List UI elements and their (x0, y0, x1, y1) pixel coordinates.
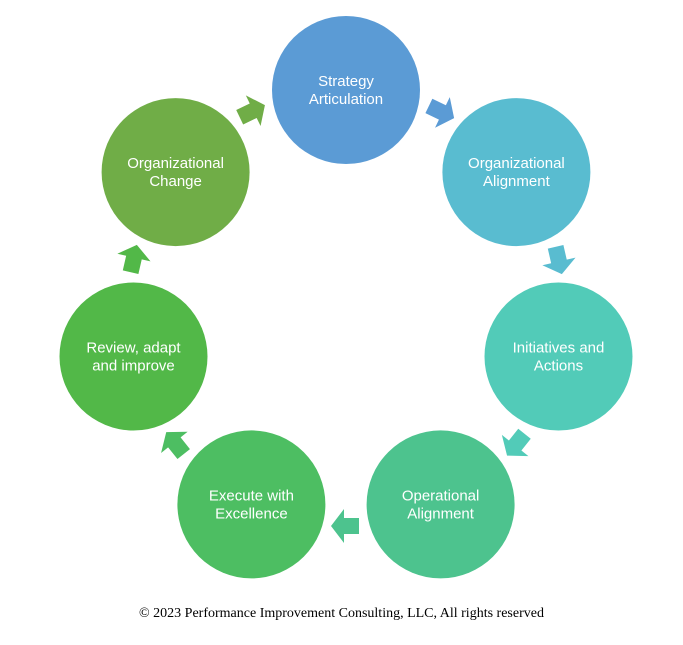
node-label-line: Change (149, 173, 202, 190)
node-circle (484, 282, 633, 431)
cycle-arrow-icon (542, 245, 576, 275)
node-label-line: Review, adapt (86, 340, 181, 357)
cycle-arrow-icon (331, 509, 359, 543)
node-circle (59, 282, 208, 431)
arrow-shape (542, 245, 576, 275)
cycle-arrow-icon (117, 244, 151, 274)
node-label-line: Actions (534, 358, 583, 375)
node-label-line: and improve (92, 358, 175, 375)
node-label-line: Articulation (309, 91, 383, 108)
node-label-line: Strategy (318, 73, 374, 90)
node-label-line: Execute with (209, 487, 294, 504)
cycle-arrow-icon (161, 431, 190, 460)
node-circle (177, 430, 326, 579)
arrow-shape (236, 95, 265, 127)
node-label-line: Organizational (468, 155, 565, 172)
node-label-line: Organizational (127, 155, 224, 172)
cycle-nodes: StrategyArticulationOrganizationalAlignm… (59, 16, 633, 579)
node-circle (366, 430, 515, 579)
node-circle (272, 16, 420, 164)
node-label-line: Operational (402, 487, 480, 504)
arrow-shape (161, 431, 190, 460)
copyright-notice: © 2023 Performance Improvement Consultin… (139, 606, 544, 621)
cycle-arrow-icon (425, 97, 455, 128)
arrow-shape (331, 509, 359, 543)
cycle-arrow-icon (236, 95, 265, 127)
cycle-arrows (117, 95, 576, 543)
node-circle (442, 98, 591, 247)
node-label-line: Initiatives and (513, 340, 605, 357)
node-label-line: Excellence (215, 505, 288, 522)
arrow-shape (117, 244, 151, 274)
cycle-arrow-icon (501, 428, 531, 457)
node-label-line: Alignment (407, 505, 475, 522)
node-circle (101, 98, 250, 247)
arrow-shape (425, 97, 455, 128)
node-label-line: Alignment (483, 173, 551, 190)
arrow-shape (501, 428, 531, 457)
